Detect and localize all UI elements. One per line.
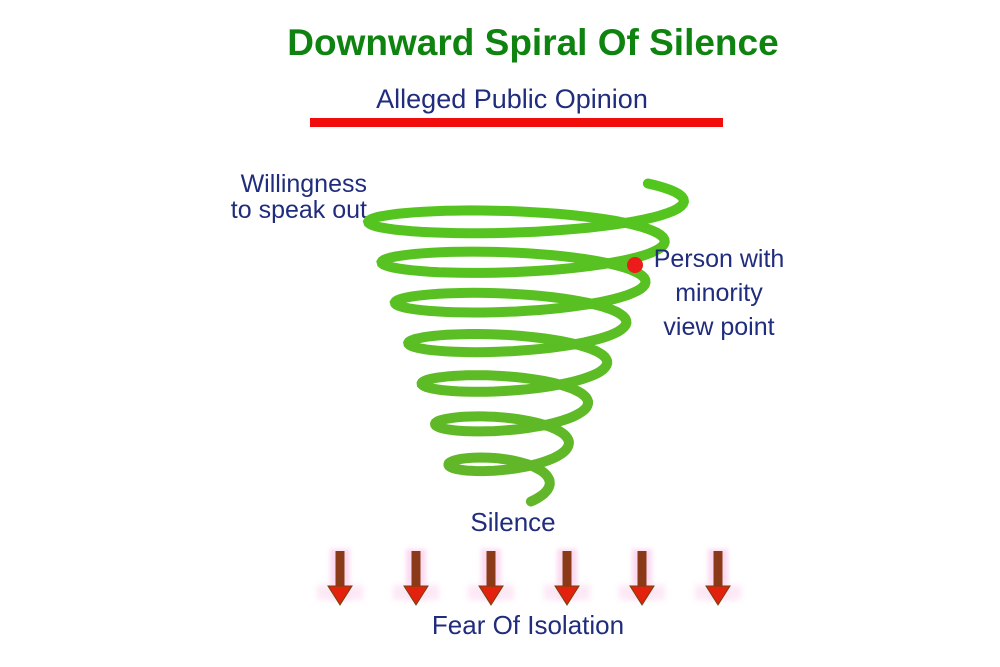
public-opinion-underline-bar (310, 118, 723, 127)
spiral-path (362, 178, 690, 507)
down-arrow-icon (553, 551, 580, 606)
downward-arrow (694, 549, 741, 607)
alleged-public-opinion-label: Alleged Public Opinion (376, 84, 648, 114)
person-label-line2: minority (675, 279, 763, 307)
willingness-label-line1: Willingness (240, 170, 367, 198)
down-arrow-icon (705, 551, 731, 606)
down-arrow-icon (327, 551, 353, 606)
downward-arrow (619, 549, 666, 607)
person-label-line1: Person with (653, 245, 785, 273)
diagram-title: Downward Spiral Of Silence (287, 22, 779, 63)
person-minority-label: Person with minority view point (654, 242, 785, 344)
down-arrow-icon (478, 551, 505, 606)
down-arrow-icon (402, 551, 429, 606)
downward-arrow (468, 549, 515, 607)
fear-arrows-row (317, 549, 741, 607)
willingness-label: Willingness to speak out (231, 171, 367, 223)
silence-label: Silence (470, 507, 556, 537)
fear-of-isolation-label: Fear Of Isolation (431, 610, 625, 640)
downward-arrow (392, 549, 439, 607)
person-label-line3: view point (663, 313, 775, 341)
willingness-label-line2: to speak out (230, 196, 367, 224)
down-arrow-icon (629, 551, 656, 606)
downward-arrow (317, 549, 363, 607)
downward-arrow (543, 549, 590, 607)
minority-person-dot (627, 257, 643, 273)
